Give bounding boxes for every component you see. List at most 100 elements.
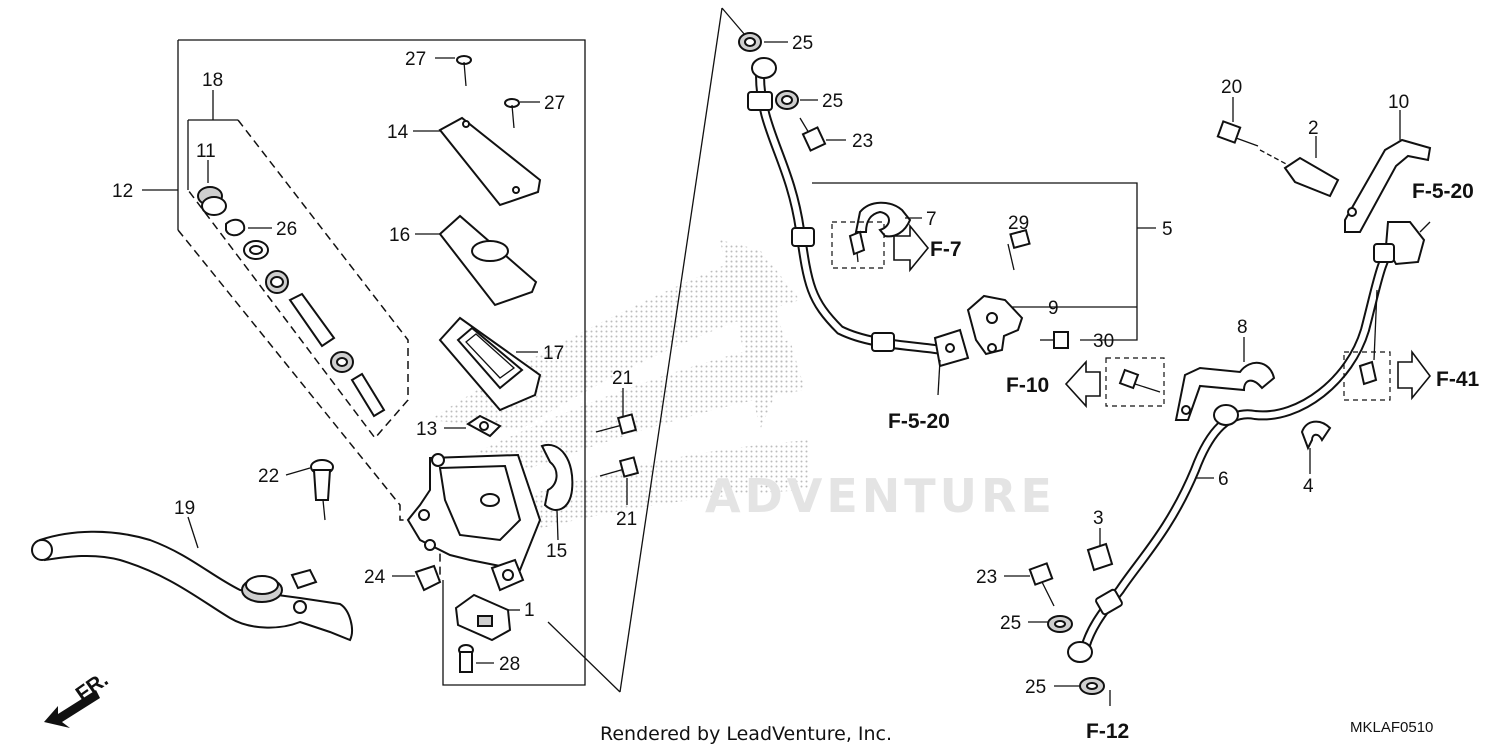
callout-29: 29 (1008, 213, 1029, 234)
boot-cap (414, 564, 442, 592)
ref-box-f7 (831, 221, 930, 273)
hose-clamp-4 (1300, 420, 1332, 451)
reservoir-screw-lower (504, 98, 520, 129)
reference-labels: F-7 F-10 F-41 F-5-20 F-5-20 F-12 (888, 180, 1480, 743)
ref-f5-20-right: F-5-20 (1412, 180, 1474, 203)
callout-27-lower: 27 (544, 93, 565, 114)
watermark-wing-logo (430, 250, 810, 545)
ref-f5-20-left: F-5-20 (888, 410, 950, 433)
callout-12: 12 (112, 181, 133, 202)
reservoir-screw-upper (456, 55, 472, 87)
leader-15 (556, 509, 559, 541)
callout-7: 7 (926, 209, 937, 230)
ref-f10: F-10 (1006, 374, 1049, 397)
leader-f520b (1419, 221, 1431, 233)
callout-16: 16 (389, 225, 410, 246)
upper-sealing-washer-2 (775, 90, 799, 110)
callout-5: 5 (1162, 219, 1173, 240)
lower-sealing-washer-2 (1079, 677, 1105, 695)
lower-brake-hose (1067, 221, 1426, 663)
callout-27-upper: 27 (405, 49, 426, 70)
footer-credit: Rendered by LeadVenture, Inc. (600, 723, 892, 745)
bracket-bolt-30 (1040, 331, 1069, 349)
callout-30: 30 (1093, 331, 1114, 352)
bracket-bolt-20 (1216, 120, 1259, 147)
callout-26: 26 (276, 219, 297, 240)
reservoir-cap (438, 116, 542, 207)
callout-14: 14 (387, 122, 409, 143)
callout-10: 10 (1388, 92, 1409, 113)
master-cylinder-holder (540, 443, 574, 511)
callout-25-upper: 25 (822, 91, 843, 112)
callout-17: 17 (543, 343, 564, 364)
callout-9: 9 (1048, 298, 1059, 319)
callout-3: 3 (1093, 508, 1104, 529)
hose-bracket-10 (1344, 138, 1432, 233)
front-direction-arrow: FR. (44, 668, 113, 728)
callout-24: 24 (364, 567, 386, 588)
callout-22: 22 (258, 466, 279, 487)
master-cylinder-outline (177, 39, 586, 686)
piston-kit-parts (197, 186, 386, 418)
callout-8: 8 (1237, 317, 1248, 338)
switch-screw (458, 644, 474, 673)
leader-19 (187, 516, 199, 549)
assembly-leader-lines (547, 7, 746, 693)
diaphragm-plate (438, 214, 538, 307)
callout-6: 6 (1218, 469, 1229, 490)
callout-labels: 1 2 3 4 5 6 7 8 9 10 11 12 13 14 15 16 1… (112, 33, 1409, 698)
grommet-3 (1086, 542, 1114, 572)
callout-21-lower: 21 (616, 509, 637, 530)
hose-clamp-8 (1174, 362, 1276, 421)
leader-22 (285, 467, 311, 476)
watermark-wing-top (720, 240, 790, 430)
lower-sealing-washer-1 (1047, 615, 1073, 633)
leader-20-dash (1259, 149, 1291, 167)
upper-sealing-washer-1 (738, 32, 762, 52)
callout-15: 15 (546, 541, 567, 562)
bracket-bolt-29 (1007, 228, 1031, 271)
upper-brake-hose (747, 57, 970, 368)
master-cylinder-body (406, 453, 542, 592)
bracket-clip-2 (1283, 156, 1340, 198)
callout-28: 28 (499, 654, 520, 675)
watermark-text: ADVENTURE (705, 469, 1056, 523)
callout-11: 11 (196, 141, 216, 162)
diagram-code: MKLAF0510 (1350, 719, 1433, 736)
stop-switch (454, 593, 512, 642)
pivot-bolt (310, 459, 334, 521)
hose-clamp-7 (854, 201, 912, 238)
callout-18: 18 (202, 70, 223, 91)
callout-23-upper: 23 (852, 131, 873, 152)
front-direction-label: FR. (72, 668, 113, 706)
brake-lever (31, 530, 353, 642)
callout-25-bottom: 25 (1025, 677, 1046, 698)
callout-4: 4 (1303, 476, 1314, 497)
lower-oil-bolt (1028, 562, 1055, 607)
upper-oil-bolt (799, 117, 827, 152)
callout-25-lower: 25 (1000, 613, 1021, 634)
watermark: ADVENTURE (430, 240, 1056, 545)
ref-box-f10 (1064, 357, 1165, 409)
callout-2: 2 (1308, 118, 1319, 139)
leader-f520a (937, 359, 941, 396)
callout-19: 19 (174, 498, 195, 519)
callout-25-top: 25 (792, 33, 813, 54)
diaphragm (438, 316, 542, 412)
callout-1: 1 (524, 600, 535, 621)
callout-13: 13 (416, 419, 437, 440)
hose-group-bracket (812, 182, 1156, 341)
callout-23-lower: 23 (976, 567, 997, 588)
piston-kit-outline (187, 119, 409, 440)
ref-f7: F-7 (930, 238, 962, 261)
ref-f12: F-12 (1086, 720, 1129, 743)
hose-bracket-9 (966, 294, 1024, 356)
holder-bolt-upper (595, 413, 638, 435)
ref-box-f41 (1343, 289, 1432, 401)
callout-20: 20 (1221, 77, 1242, 98)
holder-bolt-lower (599, 456, 640, 478)
callout-21-upper: 21 (612, 368, 633, 389)
boot-clip (466, 414, 502, 438)
ref-f41: F-41 (1436, 368, 1480, 391)
